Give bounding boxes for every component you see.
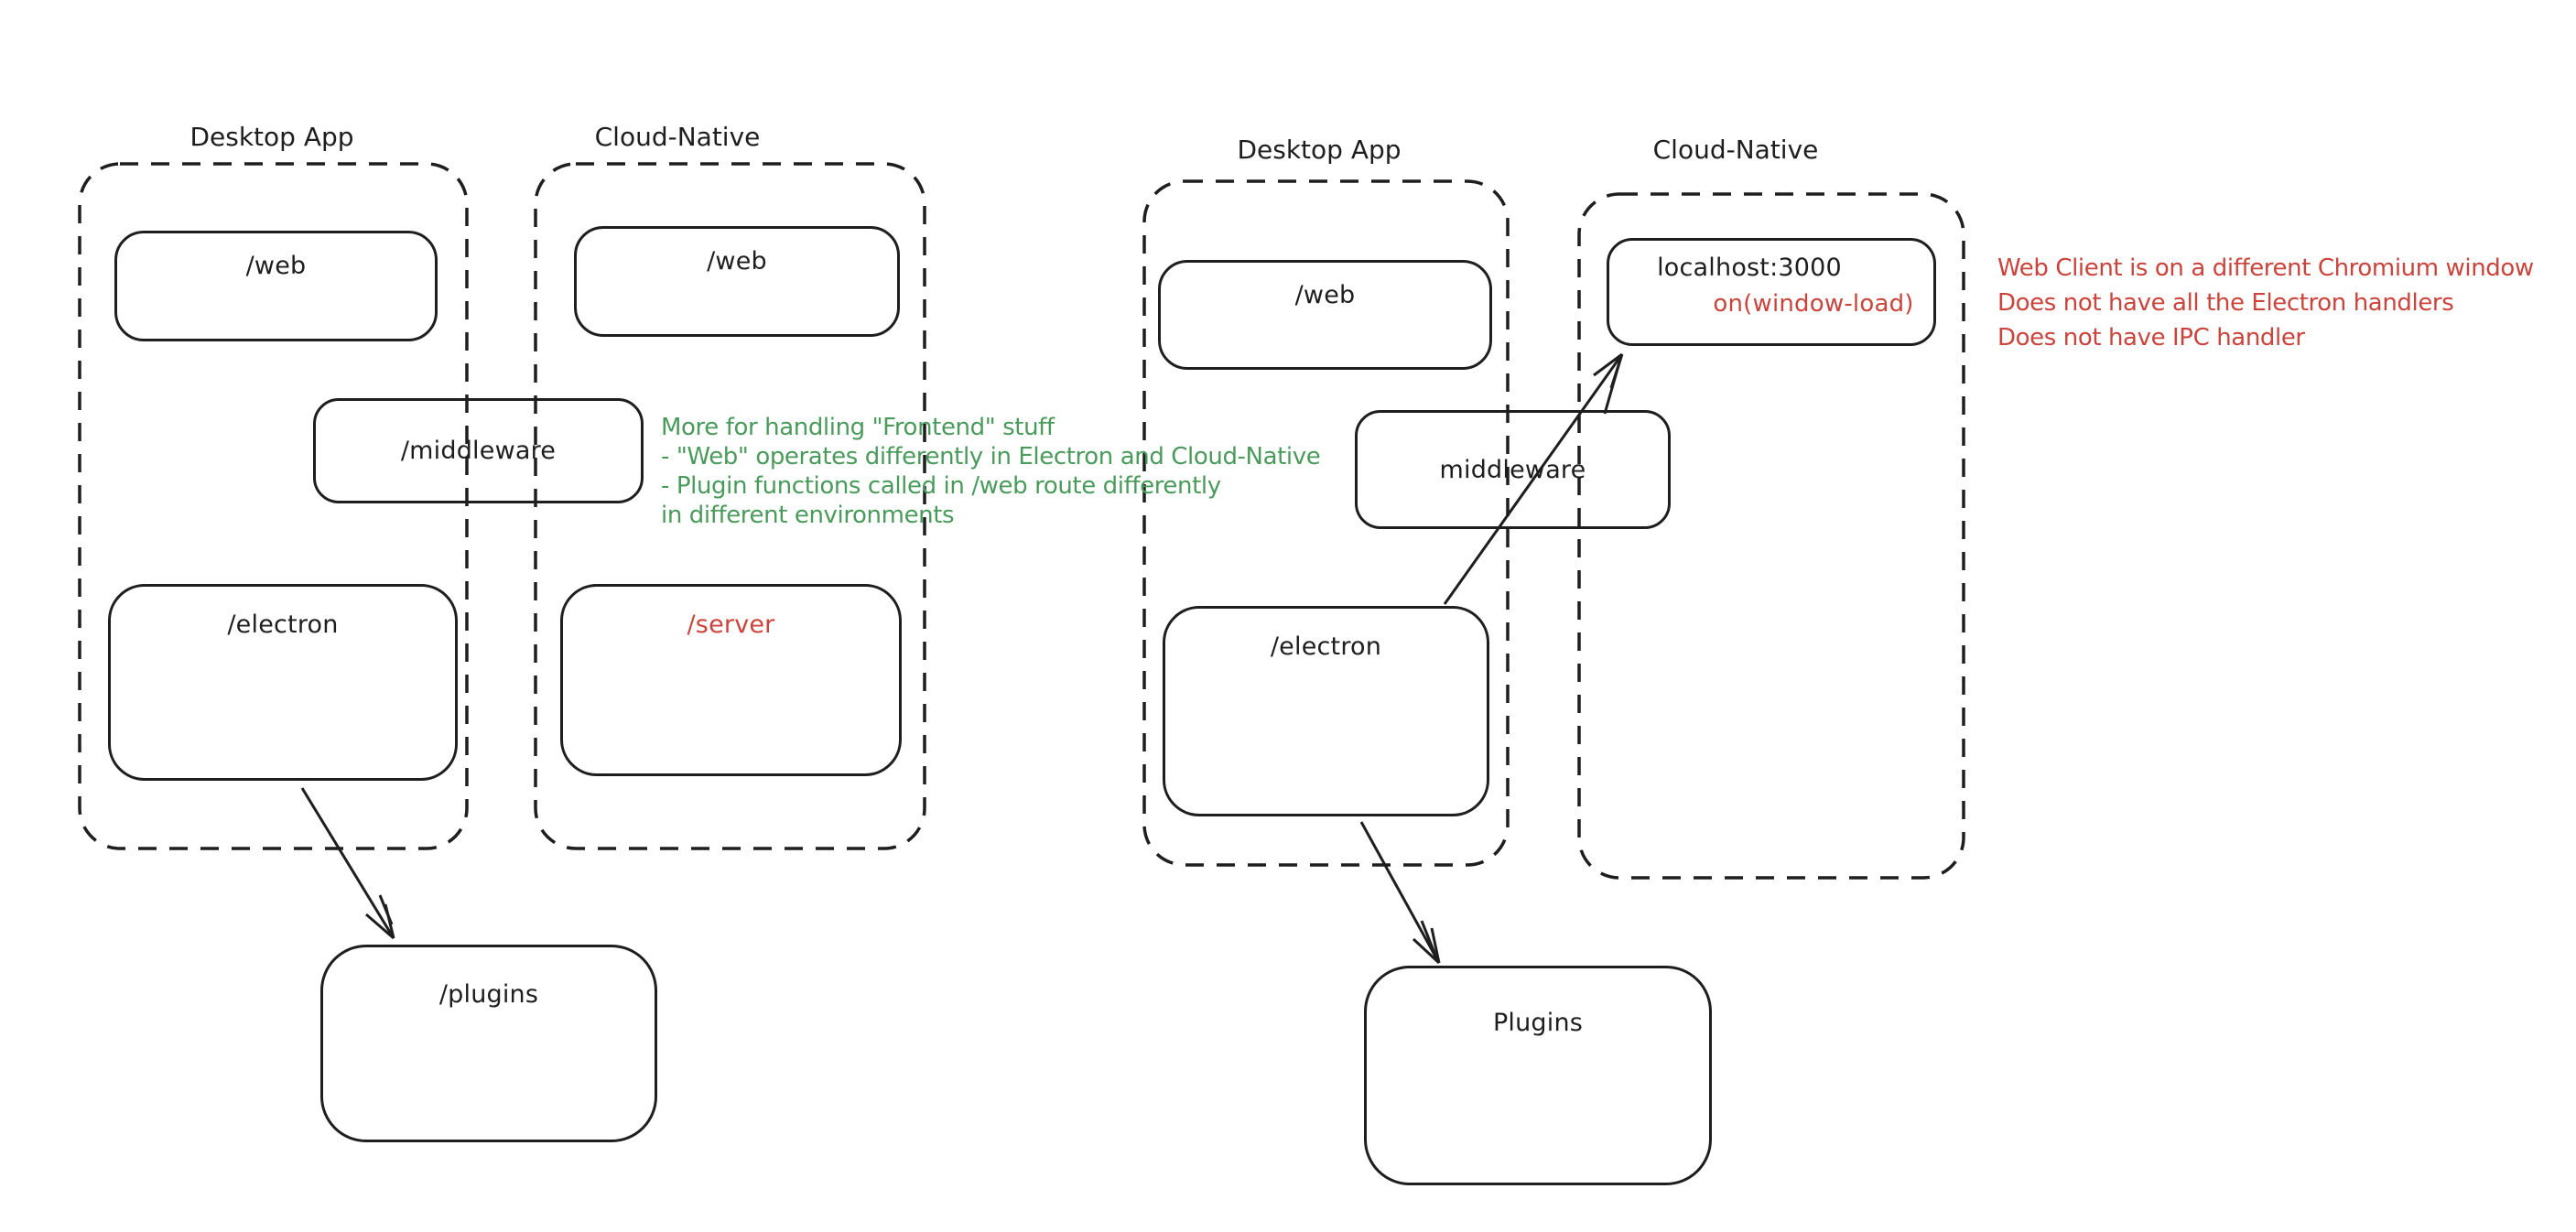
server-box-left-label: /server [687,611,775,639]
web-box-right-desktop-label: /web [1294,281,1356,309]
red-annotation-note[interactable]: Web Client is on a different Chromium wi… [1997,251,2534,355]
middleware-box-right-label: middleware [1439,455,1586,484]
green-note-line-3: - Plugin functions called in /web route … [661,472,1221,500]
arrow-electron-to-plugins-left[interactable] [300,787,395,940]
on-window-load-label: on(window-load) [1713,290,1914,318]
desktop-app-title-right[interactable]: Desktop App [1237,135,1402,165]
green-note-line-4: in different environments [661,502,955,529]
arrow-electron-to-localhost-right[interactable] [1443,352,1624,605]
cloud-native-title-right[interactable]: Cloud-Native [1652,135,1819,165]
electron-box-right-label: /electron [1270,632,1382,661]
red-note-line-1: Web Client is on a different Chromium wi… [1997,254,2534,282]
desktop-app-frame-left[interactable] [78,162,469,850]
plugins-box-right[interactable]: Plugins [1364,966,1712,1185]
web-box-left-desktop[interactable]: /web [114,231,438,341]
cloud-native-frame-right[interactable] [1577,192,1965,880]
plugins-box-right-label: Plugins [1492,1009,1584,1037]
red-note-line-3: Does not have IPC handler [1997,324,2305,351]
desktop-app-frame-right[interactable] [1142,179,1510,867]
green-note-line-2: - "Web" operates differently in Electron… [661,443,1321,470]
cloud-native-title-left[interactable]: Cloud-Native [594,122,761,152]
plugins-box-left-label: /plugins [438,980,539,1009]
red-note-line-2: Does not have all the Electron handlers [1997,289,2454,317]
web-box-left-desktop-label: /web [245,252,307,280]
web-box-left-cloud-label: /web [707,247,767,276]
arrow-electron-to-plugins-right[interactable] [1359,821,1441,965]
middleware-box-left[interactable]: /middleware [313,398,644,503]
server-box-left[interactable]: /server [560,584,902,776]
green-annotation-note[interactable]: More for handling "Frontend" stuff - "We… [661,413,1321,530]
cloud-native-frame-left[interactable] [534,162,926,850]
desktop-app-title-left[interactable]: Desktop App [189,122,354,152]
electron-box-right[interactable]: /electron [1163,606,1489,816]
web-box-left-cloud[interactable]: /web [574,226,900,337]
middleware-box-right[interactable]: middleware [1355,410,1671,529]
localhost-label: localhost:3000 [1657,254,1842,282]
green-note-line-1: More for handling "Frontend" stuff [661,414,1055,441]
middleware-box-left-label: /middleware [400,437,557,465]
web-box-right-desktop[interactable]: /web [1158,260,1492,370]
electron-box-left[interactable]: /electron [108,584,458,781]
plugins-box-left[interactable]: /plugins [320,945,657,1142]
localhost-box-right[interactable]: localhost:3000 on(window-load) [1607,238,1936,346]
electron-box-left-label: /electron [227,611,339,639]
